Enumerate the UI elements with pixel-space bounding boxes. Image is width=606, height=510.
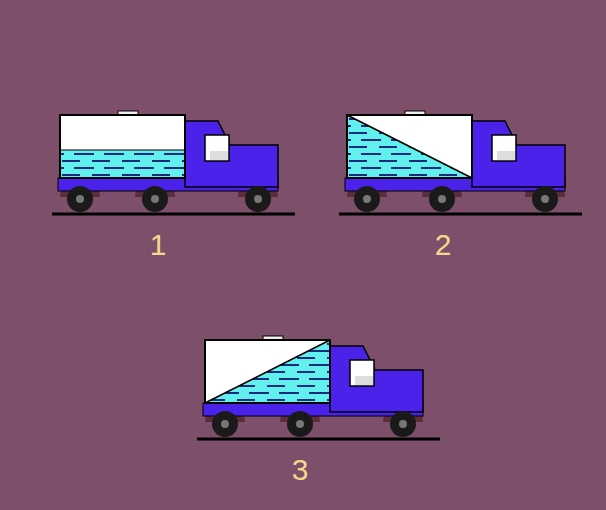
liquid	[347, 115, 472, 178]
truck	[197, 336, 440, 439]
truck	[52, 111, 295, 214]
liquid	[60, 150, 185, 178]
callout-number: 2	[435, 230, 452, 260]
callout-number: 1	[150, 230, 167, 260]
liquid	[205, 340, 330, 403]
truck	[339, 111, 582, 214]
callout-number: 3	[292, 455, 309, 485]
